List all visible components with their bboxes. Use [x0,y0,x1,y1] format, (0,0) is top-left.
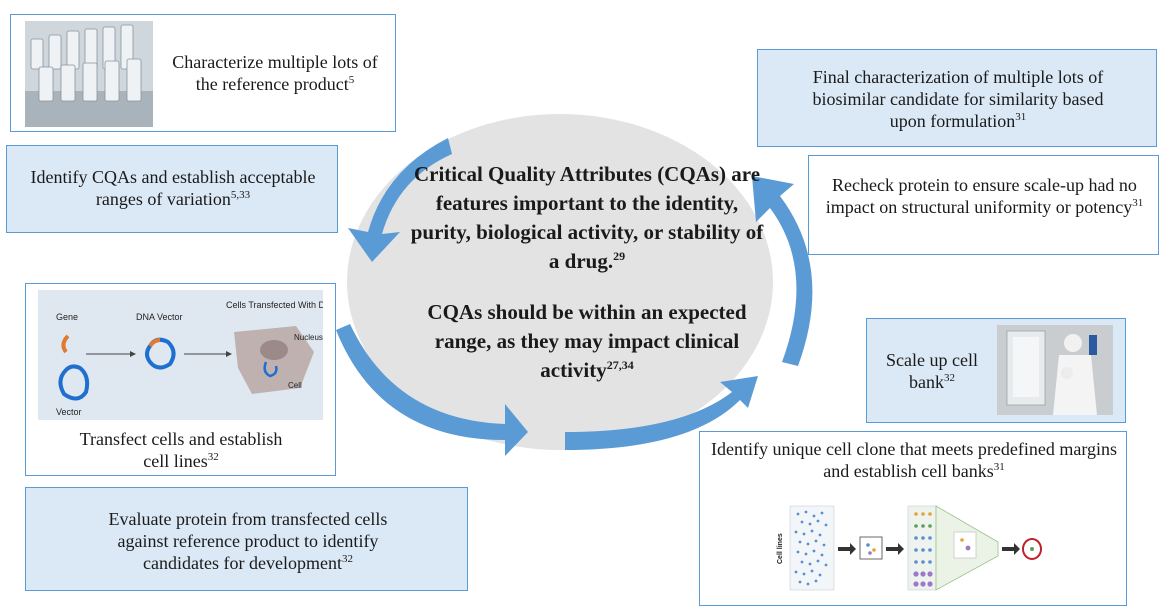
dna-vector-shape [145,337,176,370]
cycle-arrow-bottom-right [565,376,758,450]
cycle-arrow-top-left [348,138,452,262]
label-gene: Gene [56,312,78,322]
clone-selection-figure: Cell lines [777,505,1042,591]
vector-shape [58,364,90,401]
step-recheck-text: Recheck protein to ensure scale-up had n… [825,175,1144,217]
label-cell: Cell [288,381,302,390]
nucleus-shape [260,340,288,360]
gene-shape [61,334,70,354]
vials-photo [25,21,153,127]
step-final-characterization: Final characterization of multiple lots … [757,49,1157,147]
step-scale-up-text: Scale up cell bank32 [886,350,978,392]
step-evaluate-text: Evaluate protein from transfected cells … [108,509,388,573]
label-dna-vector: DNA Vector [136,312,183,322]
step-characterize-reference: Characterize multiple lots of the refere… [10,14,396,132]
transfection-figure: Gene Vector DNA Vector Cells Transfected… [38,290,323,420]
cell-dots [794,510,828,586]
step-evaluate: Evaluate protein from transfected cells … [25,487,468,591]
step-identify-clone: Identify unique cell clone that meets pr… [699,431,1127,606]
cycle-arrow-bottom-left [336,324,528,456]
step-recheck: Recheck protein to ensure scale-up had n… [808,155,1159,255]
center-paragraph-2: CQAs should be within an expected range,… [427,300,747,382]
step-identify-cqas: Identify CQAs and establish acceptable r… [6,145,338,233]
label-vector: Vector [56,407,82,417]
label-cell-lines: Cell lines [777,533,784,564]
cell-lines-panel [789,505,835,591]
center-text: Critical Quality Attributes (CQAs) are f… [408,160,766,385]
cycle-arrow-right [752,176,813,366]
step-transfect: Gene Vector DNA Vector Cells Transfected… [25,283,336,476]
center-ellipse [347,114,773,450]
step-transfect-text: Transfect cells and establish cell lines… [79,429,283,471]
step-final-characterization-text: Final characterization of multiple lots … [812,67,1104,131]
label-nucleus: Nucleus [294,333,323,342]
label-cells-transfected: Cells Transfected With DNA Vector [226,300,323,310]
step-identify-cqas-text: Identify CQAs and establish acceptable r… [30,167,316,209]
lab-photo [997,325,1113,415]
step-scale-up: Scale up cell bank32 [866,318,1126,423]
step-identify-clone-text: Identify unique cell clone that meets pr… [710,439,1118,481]
center-paragraph-1: Critical Quality Attributes (CQAs) are f… [410,162,764,273]
step-characterize-reference-text: Characterize multiple lots of the refere… [172,52,378,94]
